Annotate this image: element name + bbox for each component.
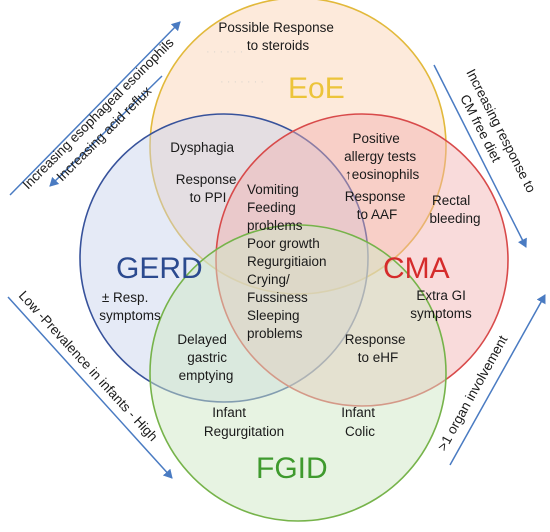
- eoe-only-label: Possible Response to steroids: [218, 20, 337, 53]
- center-label: Vomiting Feeding problems Poor growth Re…: [247, 182, 330, 341]
- fgid-circle: [149, 224, 447, 522]
- eoe-gerd-label: Dysphagia Response to PPI: [170, 140, 240, 205]
- gerd-only-label: ± Resp. symptoms: [99, 290, 161, 323]
- gerd-title: GERD: [116, 252, 203, 285]
- arrow-acid-reflux: [49, 75, 163, 187]
- cma-fgid-label: Response to eHF: [345, 332, 410, 365]
- faint-text: · · · · · ·: [206, 46, 243, 58]
- cma-extra-label: Extra GI symptoms: [410, 288, 472, 321]
- faint-text: · · · · · · ·: [220, 76, 264, 88]
- fgid-title: FGID: [256, 452, 328, 485]
- eoe-title: EoE: [288, 72, 345, 105]
- gerd-fgid-label: Delayed gastric emptying: [177, 332, 233, 383]
- arrow-esophageal-eosinophils: [9, 21, 181, 196]
- eoe-cma-label: Positive allergy tests ↑eosinophils Resp…: [344, 131, 423, 222]
- fgid-regurg-label: Infant Regurgitation: [204, 405, 284, 439]
- cma-rectal-label: Rectal bleeding: [429, 193, 480, 226]
- cma-title: CMA: [383, 252, 450, 285]
- arrow-cm-free-diet: [433, 64, 527, 248]
- arrow-prevalence: [7, 296, 173, 479]
- arrow-organ-involvement: [449, 294, 546, 466]
- fgid-colic-label: Infant Colic: [341, 405, 379, 439]
